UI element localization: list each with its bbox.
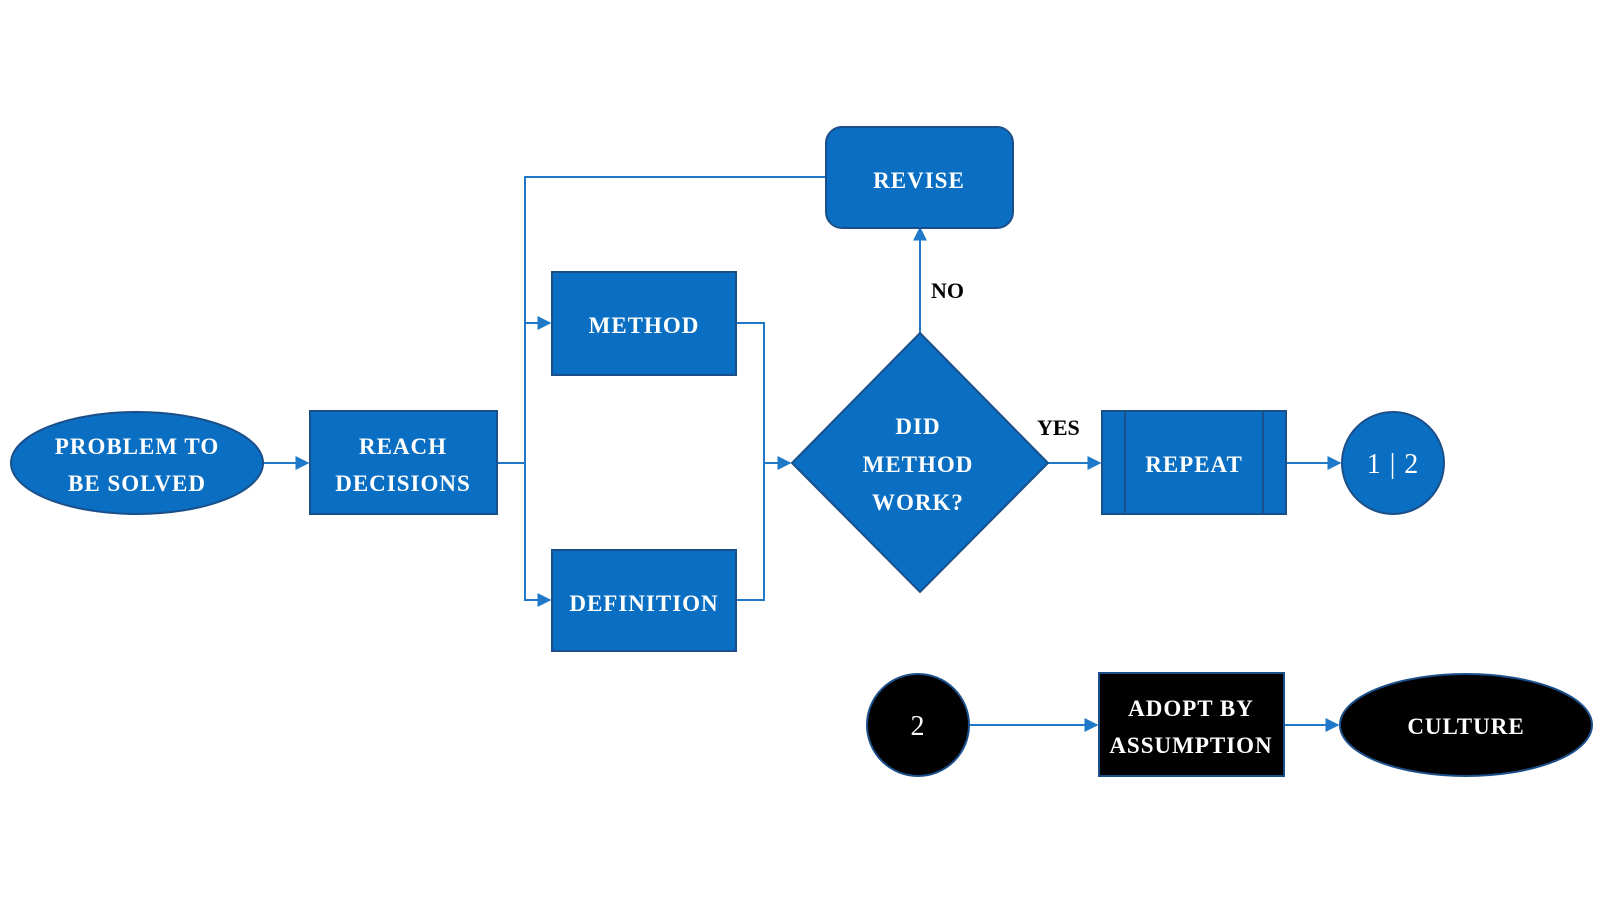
node-decision-line1: DID	[895, 414, 940, 439]
connectors	[258, 176, 1342, 732]
node-method: METHOD	[551, 271, 737, 376]
node-problem: PROBLEM TO BE SOLVED	[10, 411, 264, 515]
edge-reach-to-method	[497, 316, 552, 464]
node-adopt: ADOPT BY ASSUMPTION	[1098, 672, 1285, 777]
edge-definition-to-decision	[736, 463, 765, 601]
node-connector-2: 2	[866, 673, 970, 777]
node-repeat: REPEAT	[1101, 410, 1287, 515]
node-decision-line3: WORK?	[872, 490, 964, 515]
node-reach-decisions: REACH DECISIONS	[309, 410, 498, 515]
node-repeat-label: REPEAT	[1145, 452, 1243, 477]
node-definition: DEFINITION	[551, 549, 737, 652]
node-decision: DID METHOD WORK?	[790, 331, 1050, 594]
edge-label-yes: YES	[1037, 415, 1080, 440]
node-connector-2-label: 2	[911, 711, 926, 742]
node-revise: REVISE	[825, 126, 1014, 229]
node-culture: CULTURE	[1339, 673, 1593, 777]
node-revise-label: REVISE	[873, 168, 965, 193]
node-problem-line1: PROBLEM TO	[55, 434, 219, 459]
node-adopt-line2: ASSUMPTION	[1109, 733, 1272, 758]
edge-label-no: NO	[931, 278, 964, 303]
node-problem-line2: BE SOLVED	[68, 471, 206, 496]
node-culture-label: CULTURE	[1407, 714, 1524, 739]
node-decision-line2: METHOD	[863, 452, 974, 477]
node-reach-line2: DECISIONS	[335, 471, 471, 496]
node-method-label: METHOD	[589, 313, 700, 338]
edge-method-to-decision	[736, 322, 792, 470]
edge-reach-to-definition	[524, 463, 552, 607]
node-connector-1-2-label: 1 | 2	[1367, 449, 1420, 480]
node-adopt-line1: ADOPT BY	[1128, 696, 1254, 721]
node-connector-1-2: 1 | 2	[1341, 411, 1445, 515]
node-reach-line1: REACH	[359, 434, 447, 459]
node-definition-label: DEFINITION	[569, 591, 718, 616]
edge-revise-to-method	[524, 176, 825, 323]
